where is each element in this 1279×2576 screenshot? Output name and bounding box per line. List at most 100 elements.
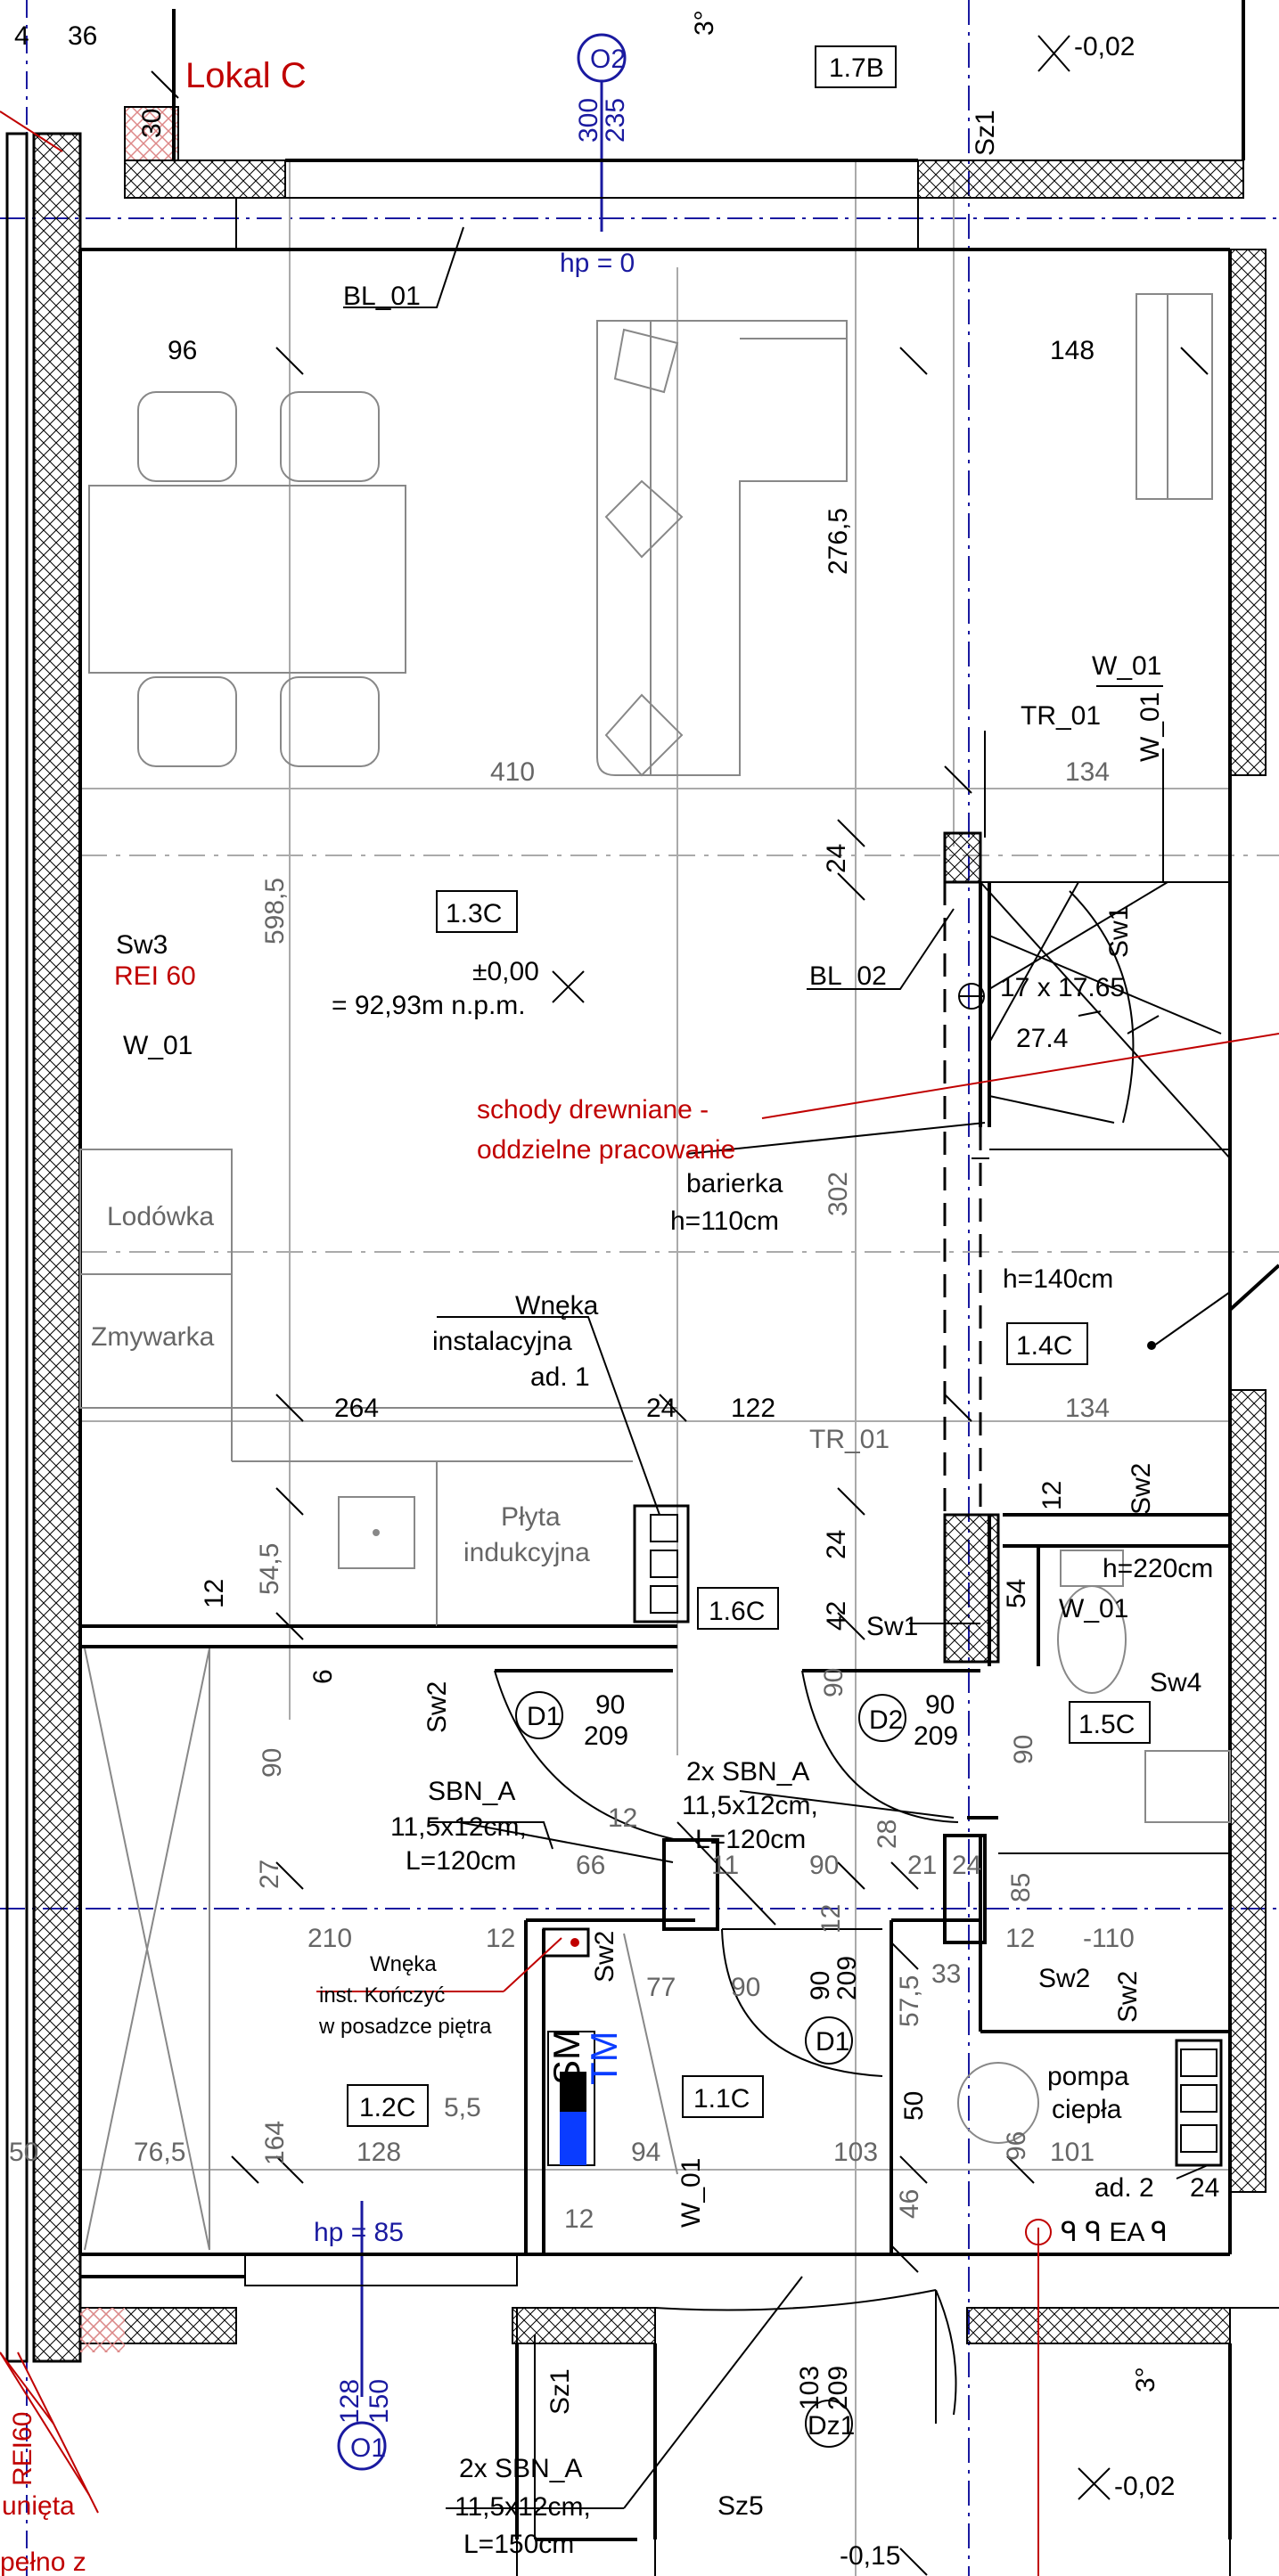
sw1-stairs: Sw1 xyxy=(1104,906,1134,958)
axis-o1: O1 xyxy=(350,2433,386,2463)
axis-marker-o1 xyxy=(337,2421,387,2471)
induction-label-1: Płyta xyxy=(501,1502,561,1532)
labels: 4 36 30 Lokal C O2 300 235 3° 1.7B -0,02… xyxy=(0,10,1219,2576)
dimension-ticks xyxy=(151,35,1209,2576)
niche-label-2: instalacyjna xyxy=(432,1327,572,1356)
ad2-label: ad. 2 xyxy=(1095,2173,1154,2203)
dim-85: 85 xyxy=(1006,1873,1036,1902)
axis-o2: O2 xyxy=(590,45,626,74)
door-d1b: D1 xyxy=(816,2027,849,2057)
rei60-vertical: REI60 xyxy=(8,2412,37,2486)
dim-36: 36 xyxy=(68,21,97,51)
leader-lines xyxy=(343,226,1231,2509)
dim-50: 50 xyxy=(899,2091,929,2121)
meter-symbols: ᑫ ᑫ EA ᑫ xyxy=(1061,2218,1168,2247)
dim-134b: 134 xyxy=(1065,1394,1110,1423)
tm-label: TM xyxy=(583,2031,625,2085)
room-1-7b: 1.7B xyxy=(829,53,884,83)
hp0-label: hp = 0 xyxy=(560,249,635,278)
w01-vertical: W_01 xyxy=(1136,692,1165,762)
dim-24d: 24 xyxy=(952,1851,981,1880)
lokal-title: Lokal C xyxy=(185,56,307,95)
lintel-2-length: L=120cm xyxy=(695,1825,806,1854)
dishwasher-label: Zmywarka xyxy=(91,1322,215,1352)
bl01-label: BL_01 xyxy=(343,282,421,311)
dim-33: 33 xyxy=(931,1959,961,1989)
dim-42: 42 xyxy=(822,1601,851,1631)
dim-77: 77 xyxy=(646,1973,676,2002)
tr01-lower: TR_01 xyxy=(809,1425,890,1454)
w01-hall: W_01 xyxy=(676,2158,706,2228)
w01-left: W_01 xyxy=(123,1031,193,1060)
dim-134: 134 xyxy=(1065,757,1110,787)
door-d1b-width: 90 xyxy=(806,1971,835,2000)
room-boxes xyxy=(347,45,1151,2127)
dim-24b: 24 xyxy=(646,1394,676,1423)
niche-label-1: Wnęka xyxy=(515,1291,599,1321)
pump-label-2: ciepła xyxy=(1052,2095,1122,2124)
o1-128: 128 xyxy=(335,2379,365,2424)
level-minus002b: -0,02 xyxy=(1114,2472,1175,2501)
niche-label-3: ad. 1 xyxy=(530,1362,590,1392)
axis-marker-o2 xyxy=(577,33,627,83)
room-1-2c: 1.2C xyxy=(359,2093,415,2122)
dim-66: 66 xyxy=(576,1851,605,1880)
red-annotations xyxy=(0,110,1279,2576)
npm-level: = 92,93m n.p.m. xyxy=(332,991,526,1020)
lintel-1-length: L=120cm xyxy=(406,1846,516,1876)
door-dz1-height: 209 xyxy=(824,2366,853,2410)
lintel-3-size: 11,5x12cm, xyxy=(455,2492,591,2522)
dim-11: 11 xyxy=(711,1851,739,1880)
room-1-1c: 1.1C xyxy=(693,2084,750,2114)
dim-90c: 90 xyxy=(258,1748,287,1778)
dim-24c: 24 xyxy=(822,1530,851,1559)
dim-24e: 24 xyxy=(1190,2173,1219,2203)
dim-164: 164 xyxy=(260,2121,290,2165)
dim-54: 54 xyxy=(1002,1579,1031,1608)
dim-54-5: 54,5 xyxy=(255,1543,284,1595)
dim-410: 410 xyxy=(490,757,535,787)
h220-label: h=220cm xyxy=(1103,1554,1213,1583)
level-minus002: -0,02 xyxy=(1074,32,1135,61)
stairs-note-1: schody drewniane - xyxy=(477,1095,709,1124)
dim-96: 96 xyxy=(168,336,197,365)
sw2-wc: Sw2 xyxy=(1127,1463,1156,1515)
door-d2: D2 xyxy=(869,1705,903,1735)
dim-94: 94 xyxy=(631,2138,660,2167)
dim-6: 6 xyxy=(308,1669,338,1684)
door-d2-width: 90 xyxy=(925,1690,955,1720)
dim-90d: 90 xyxy=(809,1851,839,1880)
dim-4: 4 xyxy=(14,21,29,51)
door-d1b-height: 209 xyxy=(832,1956,862,2000)
door-tag-d1 xyxy=(515,1691,563,1739)
sw2-pump-vertical: Sw2 xyxy=(1113,1971,1143,2023)
sw4-label: Sw4 xyxy=(1150,1668,1201,1697)
w01-top-right: W_01 xyxy=(1092,651,1161,681)
dim-12f: 12 xyxy=(1005,1924,1035,1953)
lintel-2-size: 11,5x12cm, xyxy=(682,1791,818,1820)
door-d1-height: 209 xyxy=(584,1721,628,1751)
dining-table xyxy=(88,485,406,674)
fridge-label: Lodówka xyxy=(107,1202,214,1231)
axis-markers xyxy=(337,33,1156,2471)
dim-210: 210 xyxy=(307,1924,352,1953)
h140-label: h=140cm xyxy=(1003,1264,1113,1294)
pelno-label: pełno z xyxy=(0,2547,86,2576)
sw2-pump: Sw2 xyxy=(1038,1964,1090,1993)
room-1-6c: 1.6C xyxy=(709,1597,765,1626)
walls xyxy=(5,0,1279,2576)
dim-24a: 24 xyxy=(822,844,851,873)
induction-label-2: indukcyjna xyxy=(463,1538,590,1567)
dim-12d: 12 xyxy=(486,1924,515,1953)
niche2-label-1: Wnęka xyxy=(370,1952,437,1976)
stairs-count: 17 x 17.65 xyxy=(1000,973,1125,1002)
dim-103: 103 xyxy=(833,2138,878,2167)
rei60-label: REI 60 xyxy=(114,961,196,991)
dim-90e: 90 xyxy=(731,1973,760,2002)
dim-302: 302 xyxy=(824,1172,853,1216)
dim-76-5: 76,5 xyxy=(134,2138,185,2167)
stairs-note-2: oddzielne pracowanie xyxy=(477,1135,735,1165)
dim-96b: 96 xyxy=(1002,2131,1031,2161)
lintel-3-type: 2x SBN_A xyxy=(459,2454,582,2483)
door-tag-d1b xyxy=(805,2016,853,2065)
